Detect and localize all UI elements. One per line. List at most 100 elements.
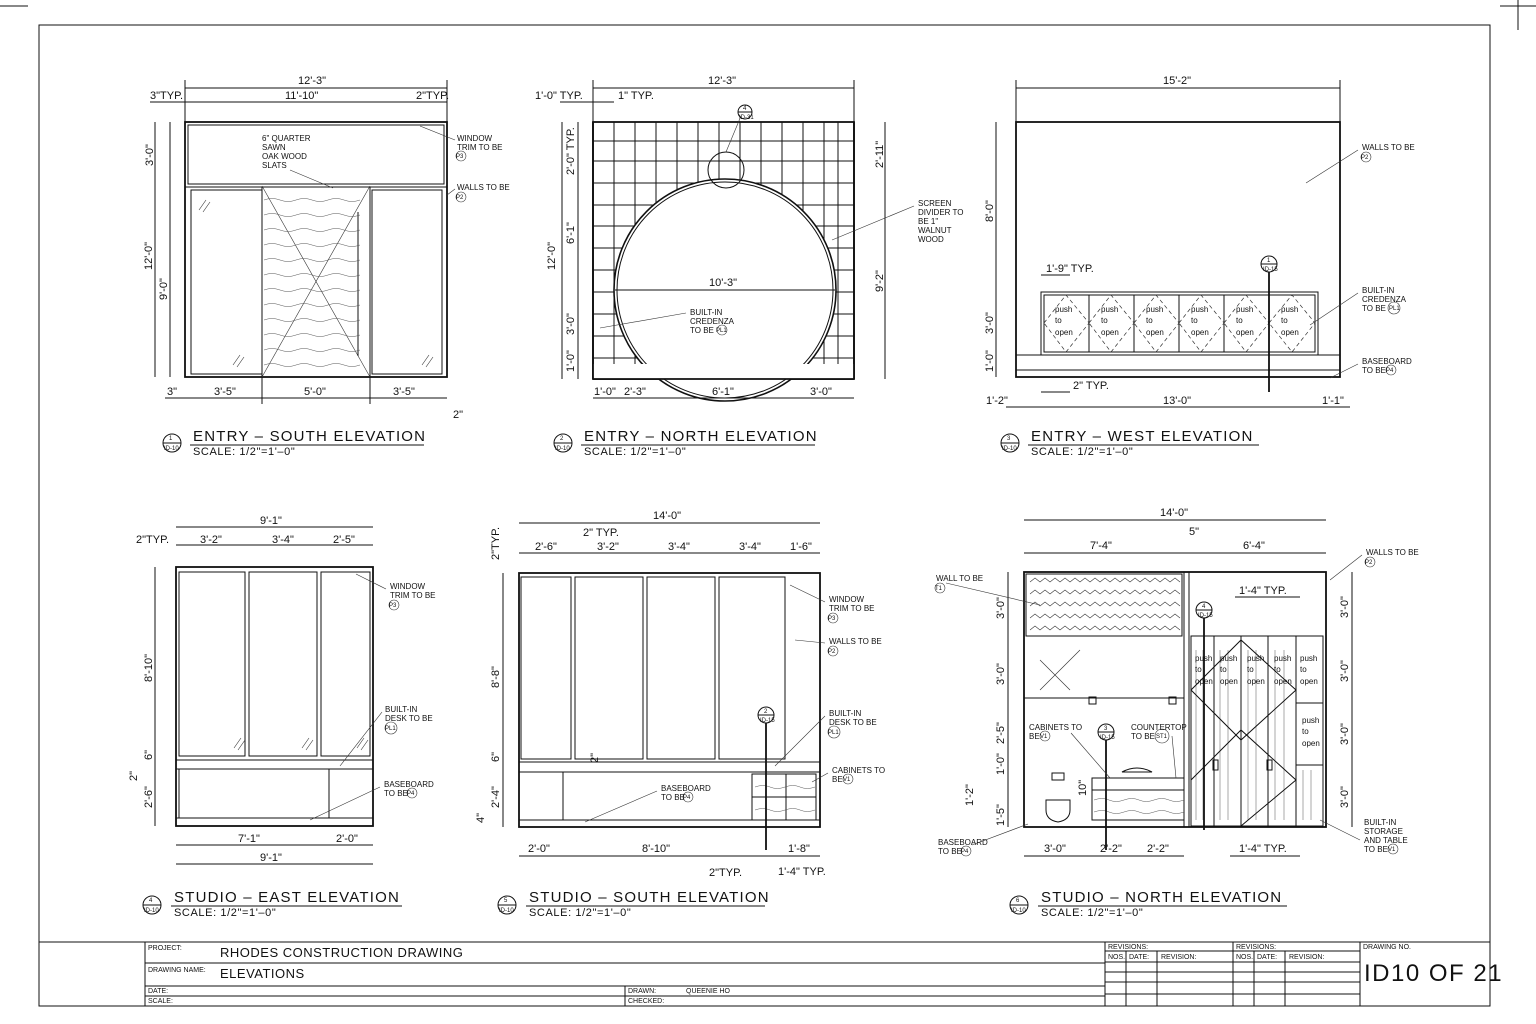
svg-text:open: open [1247,677,1265,686]
svg-text:2"TYP.: 2"TYP. [709,867,742,879]
svg-text:1'-0": 1'-0" [565,350,577,372]
drawn-label: DRAWN: [628,988,656,995]
svg-text:2": 2" [589,753,601,763]
tag-p3: P3 [456,154,464,160]
dim-3-5-left: 3'-5" [214,386,236,398]
svg-text:CABINETS TO: CABINETS TO [832,766,885,775]
svg-text:2'-0": 2'-0" [336,833,358,845]
revisions-label-2: REVISIONS: [1236,944,1276,951]
svg-text:BUILT-IN: BUILT-IN [1362,286,1395,295]
svg-text:DATE:: DATE: [1129,954,1149,961]
svg-text:PL1: PL1 [1389,306,1400,312]
svg-text:to: to [1195,665,1202,674]
svg-text:SCALE: 1/2"=1'–0": SCALE: 1/2"=1'–0" [529,907,631,919]
svg-text:3'-4": 3'-4" [668,541,690,553]
crop-marks [0,0,1536,30]
dim-3: 3" [167,386,177,398]
svg-text:2'-6": 2'-6" [535,541,557,553]
revisions-label-1: REVISIONS: [1108,944,1148,951]
svg-text:WINDOW: WINDOW [829,595,865,604]
svg-text:2'-2": 2'-2" [1100,843,1122,855]
svg-text:push: push [1146,305,1163,314]
dim-12-0: 12'-0" [143,242,155,270]
svg-text:push: push [1281,305,1298,314]
svg-text:ID-15: ID-15 [1263,267,1278,273]
dim-2-typ: 2"TYP. [416,90,449,102]
view-title-studio-east: STUDIO – EAST ELEVATION [174,889,400,906]
svg-text:4: 4 [1202,604,1206,610]
note-quarter-sawn-1: 6" QUARTER [262,134,311,143]
svg-text:5: 5 [504,898,508,904]
svg-text:REVISION:: REVISION: [1161,954,1196,961]
svg-text:open: open [1101,328,1119,337]
svg-text:7'-4": 7'-4" [1090,540,1112,552]
view-studio-east: 9'-1" 2"TYP. 3'-2" 3'-4" 2'-5" 8'-10" 6"… [128,515,436,919]
svg-text:SCALE: 1/2"=1'–0": SCALE: 1/2"=1'–0" [584,446,686,458]
svg-text:12'-0": 12'-0" [546,242,558,270]
svg-text:WOOD: WOOD [918,235,944,244]
svg-text:3'-2": 3'-2" [200,534,222,546]
svg-text:5": 5" [1189,526,1199,538]
svg-text:9'-2": 9'-2" [874,270,886,292]
dim-3-0: 3'-0" [144,144,156,166]
svg-text:13'-0": 13'-0" [1163,395,1191,407]
svg-text:PL1: PL1 [716,328,727,334]
svg-text:V1: V1 [843,777,851,783]
view-scale: SCALE: 1/2"=1'–0" [193,446,295,458]
note-quarter-sawn-3: OAK WOOD [262,152,307,161]
svg-text:2" TYP.: 2" TYP. [583,527,619,539]
svg-text:6'-1": 6'-1" [712,386,734,398]
svg-text:BUILT-IN: BUILT-IN [690,308,723,317]
svg-text:P4: P4 [1386,368,1394,374]
svg-text:P3: P3 [389,603,397,609]
svg-text:open: open [1191,328,1209,337]
svg-text:SCALE: 1/2"=1'–0": SCALE: 1/2"=1'–0" [1041,907,1143,919]
svg-text:2'-6": 2'-6" [143,786,155,808]
svg-text:push: push [1220,654,1237,663]
svg-text:P3: P3 [828,616,836,622]
svg-text:BASEBOARD: BASEBOARD [384,780,434,789]
svg-text:ID-31: ID-31 [739,115,754,121]
svg-text:DESK TO BE: DESK TO BE [829,718,877,727]
svg-text:1'-0": 1'-0" [984,350,996,372]
svg-text:P4: P4 [407,791,415,797]
title-block: PROJECT: RHODES CONSTRUCTION DRAWING DRA… [39,941,1502,1006]
svg-text:3'-0": 3'-0" [1339,596,1351,618]
svg-text:to: to [1302,727,1309,736]
svg-text:open: open [1055,328,1073,337]
svg-text:1" TYP.: 1" TYP. [618,90,654,102]
svg-text:WALLS TO BE: WALLS TO BE [829,637,882,646]
svg-text:3'-0": 3'-0" [1339,723,1351,745]
svg-text:CABINETS TO: CABINETS TO [1029,723,1082,732]
svg-text:open: open [1220,677,1238,686]
svg-text:ID-15: ID-15 [1100,735,1115,741]
view-entry-north: 4ID-31 12'-3" 1'-0" TYP. 1" TYP. 2'-0" T… [535,75,964,458]
svg-text:9'-1": 9'-1" [260,515,282,527]
svg-text:open: open [1300,677,1318,686]
svg-text:3'-0": 3'-0" [984,312,996,334]
drawn-by: QUEENIE HO [686,988,731,995]
view-studio-south: 2ID-15 14'-0" 2"TYP. 2" TYP. 2'-6" 3'-2"… [475,510,885,919]
svg-text:NOS.: NOS. [1108,954,1125,961]
svg-text:3'-2": 3'-2" [597,541,619,553]
dim-3-typ: 3"TYP. [150,90,183,102]
svg-text:CREDENZA: CREDENZA [1362,295,1407,304]
svg-text:TO BE: TO BE [1362,304,1386,313]
drawing-name: ELEVATIONS [220,966,305,981]
svg-text:BE: BE [832,775,843,784]
dim-11-10: 11'-10" [285,90,318,102]
svg-text:2'-5": 2'-5" [333,534,355,546]
view-entry-south: 12'-3" 11'-10" 3"TYP. 2"TYP. 3'-0" 9'-0"… [143,75,510,458]
svg-text:2'-5": 2'-5" [995,722,1007,744]
svg-text:3'-0": 3'-0" [565,313,577,335]
dim-2: 2" [453,409,463,421]
svg-text:8'-0": 8'-0" [984,200,996,222]
svg-text:7'-1": 7'-1" [238,833,260,845]
note-quarter-sawn-4: SLATS [262,161,287,170]
svg-text:1'-8": 1'-8" [788,843,810,855]
svg-text:3'-0": 3'-0" [1339,660,1351,682]
